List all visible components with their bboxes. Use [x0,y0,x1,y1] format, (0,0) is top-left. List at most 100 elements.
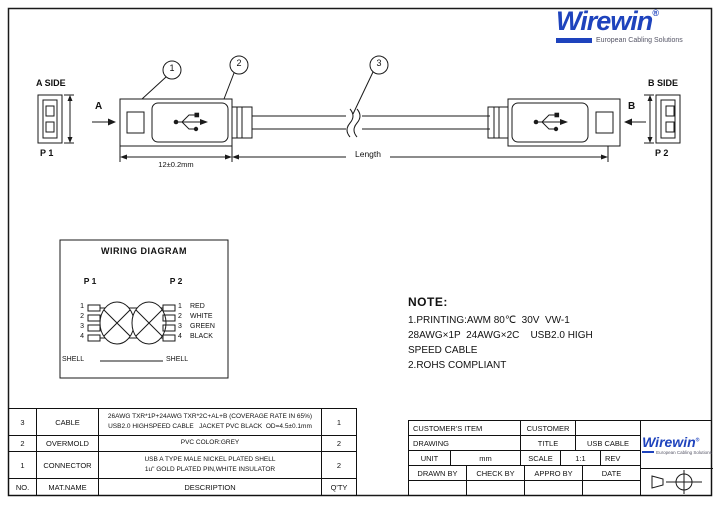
note-title: NOTE: [408,295,448,309]
pin-number-right: 3 [178,323,182,330]
bom-description: USB A TYPE MALE NICKEL PLATED SHELL 1u" … [98,451,322,479]
pin-number-left: 2 [80,313,84,320]
customer-value-cell [576,421,641,436]
wiring-diagram-linework [59,239,229,379]
callout-3-number: 3 [376,58,382,68]
wire-color-label: RED [190,303,205,310]
pin-number-left: 3 [80,323,84,330]
view-b-arrow-icon [624,118,646,126]
right-usb-plug [487,98,621,147]
date-label: DATE [583,466,641,481]
shell-label-left: SHELL [62,356,85,363]
p1-front-label: P 1 [40,148,54,158]
title-value: USB CABLE [576,436,641,451]
bom-table: 3 CABLE 26AWG TXR*1P+24AWG TXR*2C+AL+B (… [8,408,357,496]
a-side-label: A SIDE [36,78,66,88]
drawing-label: DRAWING [409,436,521,451]
b-side-label: B SIDE [648,78,679,88]
bom-header-row: NO. MAT.NAME DESCRIPTION Q'TY [8,478,357,496]
brand-tagline: European Cabling Solutions [596,37,683,44]
bom-row: 2 OVERMOLD PVC COLOR:GREY 2 [8,435,357,452]
bom-description: PVC COLOR:GREY [98,435,322,452]
bom-mat: CONNECTOR [36,451,99,479]
projection-symbol-cell [641,469,713,495]
wirewin-tagline-row: European Cabling Solutions [556,37,712,44]
bom-mat: CABLE [36,408,99,436]
pin-number-left: 1 [80,303,84,310]
shell-label-right: SHELL [166,356,189,363]
view-b-label: B [628,101,636,112]
brand-name-small: Wirewin® [642,435,712,449]
title-label: TITLE [521,436,576,451]
signature-cell [467,481,525,495]
bom-row: 3 CABLE 26AWG TXR*1P+24AWG TXR*2C+AL+B (… [8,408,357,436]
wirewin-logo-small: Wirewin® European Cabling Solutions [642,435,712,455]
note-line: 28AWG×1P 24AWG×2C USB2.0 HIGH [408,330,593,341]
bom-row: 1 CONNECTOR USB A TYPE MALE NICKEL PLATE… [8,451,357,479]
dimension-lines [119,146,609,162]
bom-description: 26AWG TXR*1P+24AWG TXR*2C+AL+B (COVERAGE… [98,408,322,436]
note-line: 1.PRINTING:AWM 80℃ 30V VW-1 [408,315,570,326]
bom-header-mat: MAT.NAME [36,478,99,496]
pin-number-right: 4 [178,333,182,340]
signature-cell [525,481,583,495]
bom-header-no: NO. [8,478,37,496]
tagline-row-small: European Cabling Solutions [642,450,712,455]
callout-2-number: 2 [236,58,242,68]
cable [252,108,490,138]
customer-label: CUSTOMER [521,421,576,436]
left-usb-plug [119,98,253,147]
bom-qty: 2 [321,435,357,452]
b-side-connector-front [644,94,681,144]
unit-value: mm [451,451,521,466]
sheet-border [7,7,713,497]
registered-mark: ® [652,8,659,18]
usb-trident-icon [173,112,208,132]
pin-number-left: 4 [80,333,84,340]
usb-trident-icon [533,112,569,132]
logo-accent-bar [642,451,655,453]
bom-no: 1 [8,451,37,479]
logo-accent-bar [556,38,592,43]
wire-color-label: WHITE [190,313,213,320]
pin-number-right: 2 [178,313,182,320]
bom-desc-line: USB2.0 HIGHSPEED CABLE JACKET PVC BLACK … [108,423,312,430]
note-line: SPEED CABLE [408,345,478,356]
wirewin-logo: Wirewin® European Cabling Solutions [556,8,712,44]
signature-cell [409,481,467,495]
bom-qty: 2 [321,451,357,479]
titleblock-logo-cell: Wirewin® European Cabling Solutions [641,421,713,469]
projection-symbol-icon [651,470,702,494]
bom-no: 3 [8,408,37,436]
bom-desc-line: 26AWG TXR*1P+24AWG TXR*2C+AL+B (COVERAGE… [107,412,313,420]
brand-tagline: European Cabling Solutions [656,449,712,455]
note-line: 2.ROHS COMPLIANT [408,360,507,371]
title-block: CUSTOMER'S ITEM CUSTOMER DRAWING TITLE U… [408,420,713,496]
wiring-p1-label: P 1 [83,276,97,286]
bom-desc-line: PVC COLOR:GREY [180,439,240,447]
bom-desc-line: 1u" GOLD PLATED PIN,WHITE INSULATOR [144,466,276,473]
appro-by-label: APPRO BY [525,466,583,481]
shell-length-dimension: 12±0.2mm [158,160,194,169]
customers-item-label: CUSTOMER'S ITEM [409,421,521,436]
wire-color-label: GREEN [190,323,215,330]
scale-value: 1:1 [561,451,601,466]
bom-header-qty: Q'TY [321,478,357,496]
a-side-connector-front [37,94,74,144]
wiring-p2-label: P 2 [169,276,183,286]
wirewin-logo-text: Wirewin® [556,8,712,35]
callout-1-number: 1 [169,63,175,73]
scale-label: SCALE [521,451,561,466]
cable-length-dimension: Length [346,149,390,160]
pin-number-right: 1 [178,303,182,310]
unit-label: UNIT [409,451,451,466]
brand-name: Wirewin [556,6,653,36]
bom-header-desc: DESCRIPTION [98,478,322,496]
bom-desc-line: USB A TYPE MALE NICKEL PLATED SHELL [144,455,276,463]
bom-qty: 1 [321,408,357,436]
bom-no: 2 [8,435,37,452]
check-by-label: CHECK BY [467,466,525,481]
rev-label: REV [601,451,641,466]
